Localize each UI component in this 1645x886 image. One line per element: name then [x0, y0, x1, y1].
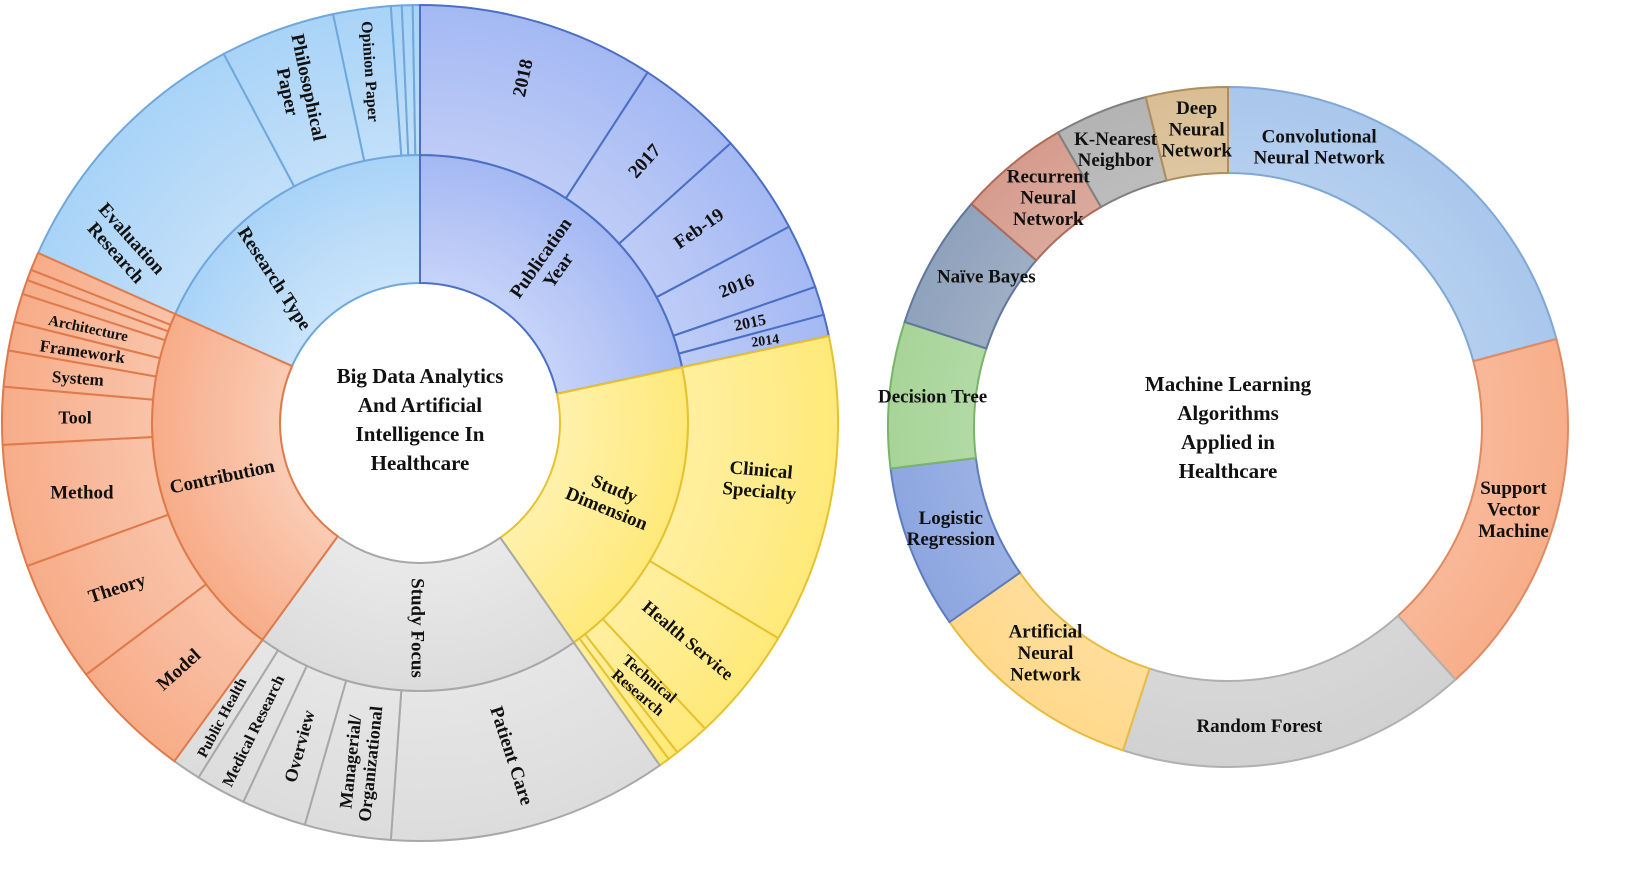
2015-label: 2015 [733, 312, 768, 335]
slice-random-forest [1121, 614, 1457, 768]
method-label: Method [50, 482, 114, 503]
category-contribution [1, 251, 340, 763]
clinical-specialty-label: ClinicalSpecialty [722, 457, 800, 506]
decision-tree-label: Decision Tree [878, 387, 987, 408]
category-study-dimension [498, 334, 839, 767]
slice-support-vector-machine [1396, 337, 1569, 682]
2014-label: 2014 [750, 332, 780, 351]
system-label: System [51, 367, 104, 390]
slice-deep-neural-network [1144, 85, 1229, 182]
category-publication-year [419, 3, 831, 396]
na-ve-bayes-label: Naïve Bayes [937, 267, 1036, 288]
tool-label: Tool [58, 407, 91, 427]
random-forest-label: Random Forest [1196, 716, 1322, 737]
study-focus-label: Study Focus [407, 578, 428, 678]
opinion-paper-label: Opinion Paper [357, 21, 381, 123]
category-study-focus [172, 534, 662, 842]
segment-contribution-minor-9 [29, 251, 177, 327]
